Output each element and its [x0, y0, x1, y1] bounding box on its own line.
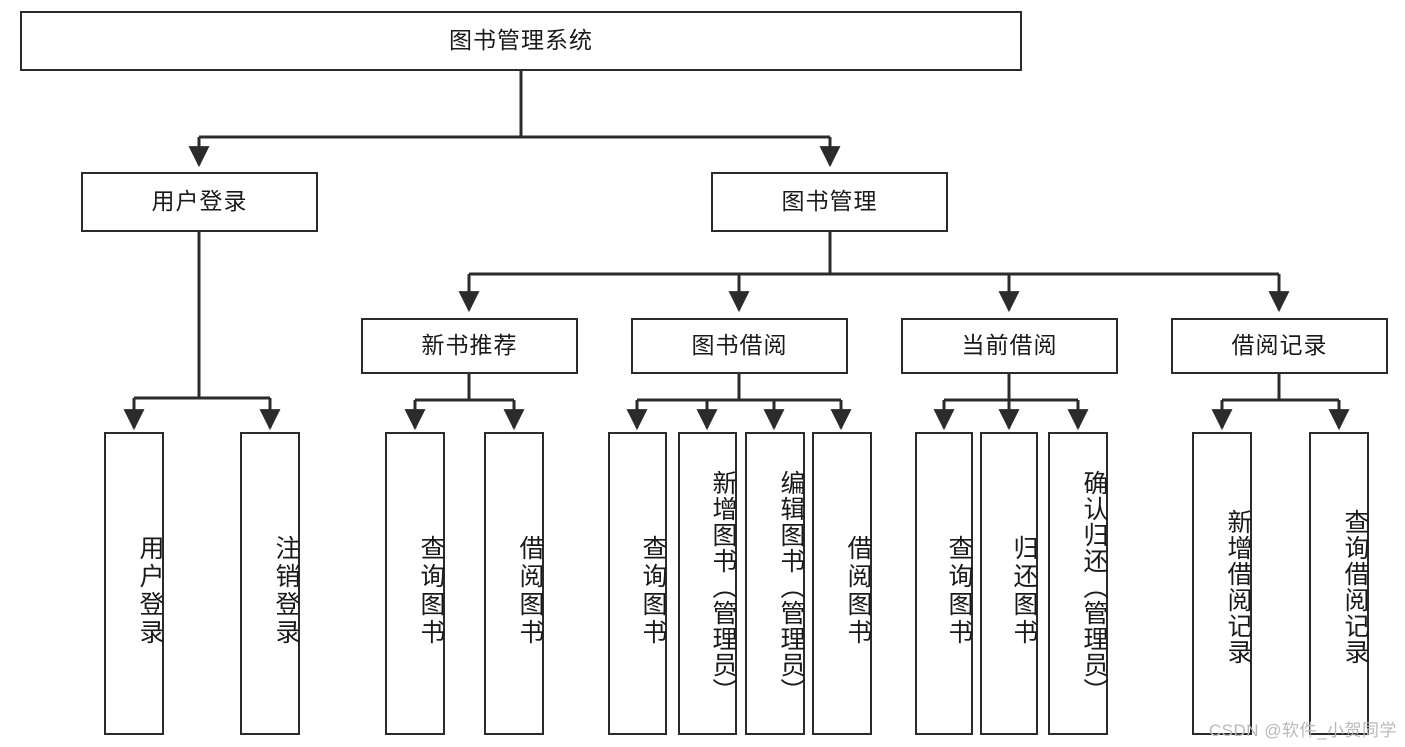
leaf-record-1-label: 新增借阅记录: [1224, 508, 1252, 665]
node-current-borrow[interactable]: 当前借阅: [901, 318, 1118, 374]
leaf-borrow-1[interactable]: 查询图书: [608, 432, 667, 735]
leaf-current-1[interactable]: 查询图书: [915, 432, 973, 735]
leaf-recommend-1-label: 查询图书: [417, 534, 445, 647]
node-borrow-record-label: 借阅记录: [1231, 332, 1328, 359]
leaf-record-2-label: 查询借阅记录: [1341, 508, 1369, 665]
node-borrow-record[interactable]: 借阅记录: [1171, 318, 1388, 374]
leaf-borrow-2-label: 新增图书（管理员）: [709, 469, 737, 704]
leaf-record-1[interactable]: 新增借阅记录: [1192, 432, 1252, 735]
leaf-borrow-4[interactable]: 借阅图书: [812, 432, 872, 735]
leaf-borrow-2[interactable]: 新增图书（管理员）: [678, 432, 737, 735]
node-book-borrow-label: 图书借阅: [691, 332, 788, 359]
node-user-login-label: 用户登录: [151, 188, 248, 215]
leaf-borrow-4-label: 借阅图书: [844, 534, 872, 647]
leaf-recommend-1[interactable]: 查询图书: [385, 432, 445, 735]
leaf-user-login-2[interactable]: 注销登录: [240, 432, 300, 735]
leaf-recommend-2-label: 借阅图书: [516, 534, 544, 647]
node-root-label: 图书管理系统: [449, 27, 593, 54]
node-root[interactable]: 图书管理系统: [20, 11, 1022, 71]
leaf-current-3[interactable]: 确认归还（管理员）: [1048, 432, 1108, 735]
leaf-user-login-2-label: 注销登录: [272, 534, 300, 647]
leaf-current-2-label: 归还图书: [1010, 534, 1038, 647]
node-new-book-recommend-label: 新书推荐: [421, 332, 518, 359]
node-new-book-recommend[interactable]: 新书推荐: [361, 318, 578, 374]
leaf-borrow-1-label: 查询图书: [639, 534, 667, 647]
leaf-borrow-3-label: 编辑图书（管理员）: [777, 469, 805, 704]
node-book-manage[interactable]: 图书管理: [711, 172, 948, 232]
leaf-borrow-3[interactable]: 编辑图书（管理员）: [745, 432, 805, 735]
leaf-user-login-1[interactable]: 用户登录: [104, 432, 164, 735]
node-book-manage-label: 图书管理: [781, 188, 878, 215]
node-current-borrow-label: 当前借阅: [961, 332, 1058, 359]
leaf-current-3-label: 确认归还（管理员）: [1080, 469, 1108, 704]
leaf-recommend-2[interactable]: 借阅图书: [484, 432, 544, 735]
leaf-user-login-1-label: 用户登录: [136, 534, 164, 647]
node-user-login[interactable]: 用户登录: [81, 172, 318, 232]
leaf-current-1-label: 查询图书: [945, 534, 973, 647]
leaf-current-2[interactable]: 归还图书: [980, 432, 1038, 735]
watermark-text: CSDN @软件_小贺同学: [1208, 721, 1397, 740]
node-book-borrow[interactable]: 图书借阅: [631, 318, 848, 374]
leaf-record-2[interactable]: 查询借阅记录: [1309, 432, 1369, 735]
